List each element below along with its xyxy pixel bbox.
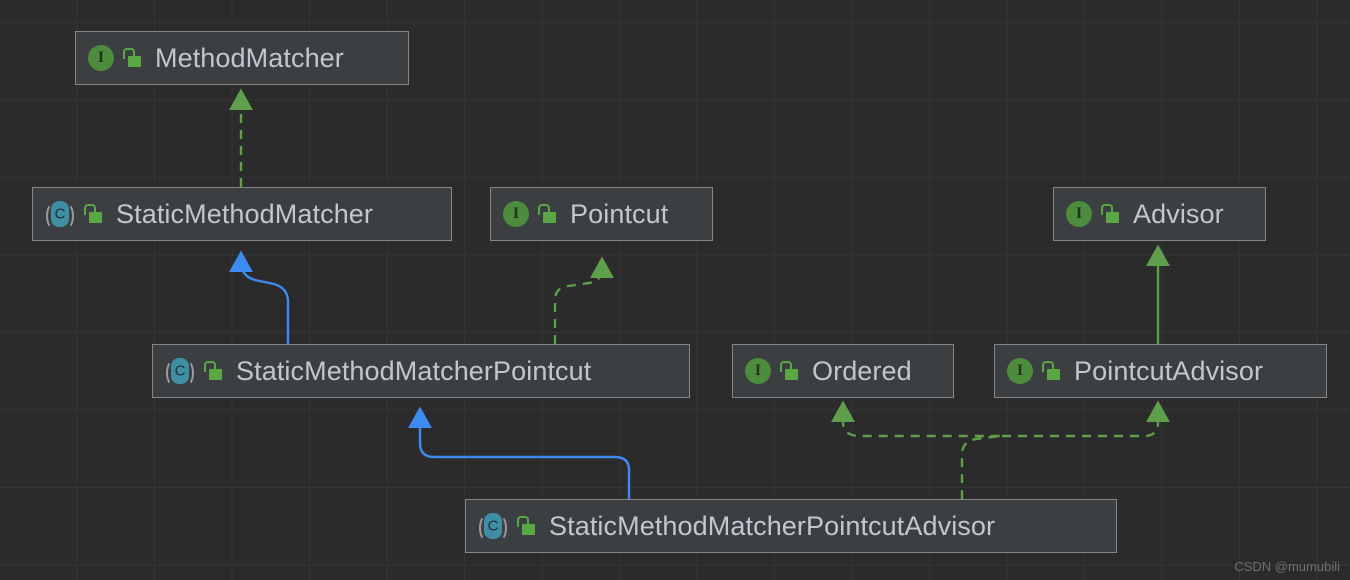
- node-label: StaticMethodMatcherPointcut: [236, 355, 592, 386]
- unlocked-padlock-icon: [1042, 361, 1060, 381]
- node-ordered[interactable]: Ordered: [732, 344, 954, 398]
- node-label: Pointcut: [570, 198, 669, 229]
- edge-smmpa-implements-ordered: [831, 400, 1003, 499]
- node-static-method-matcher[interactable]: StaticMethodMatcher: [32, 187, 452, 241]
- class-icon: [478, 513, 508, 541]
- unlocked-padlock-icon: [517, 516, 535, 536]
- class-icon: [45, 201, 75, 229]
- node-label: Advisor: [1133, 198, 1224, 229]
- unlocked-padlock-icon: [84, 204, 102, 224]
- node-static-method-matcher-pointcut[interactable]: StaticMethodMatcherPointcut: [152, 344, 690, 398]
- unlocked-padlock-icon: [1101, 204, 1119, 224]
- interface-icon: [1066, 201, 1092, 227]
- interface-icon: [88, 45, 114, 71]
- node-label: StaticMethodMatcherPointcutAdvisor: [549, 510, 996, 541]
- interface-icon: [1007, 358, 1033, 384]
- node-label: StaticMethodMatcher: [116, 198, 374, 229]
- unlocked-padlock-icon: [123, 48, 141, 68]
- edge-smmpa-extends-smmp: [408, 406, 631, 501]
- node-advisor[interactable]: Advisor: [1053, 187, 1266, 241]
- node-label: Ordered: [812, 355, 912, 386]
- node-static-method-matcher-pointcut-advisor[interactable]: StaticMethodMatcherPointcutAdvisor: [465, 499, 1117, 553]
- unlocked-padlock-icon: [538, 204, 556, 224]
- edge-smmp-implements-pointcut: [553, 256, 614, 344]
- class-icon: [165, 358, 195, 386]
- edge-smmpa-implements-pa: [1002, 400, 1170, 438]
- edge-smmp-extends-smm: [229, 250, 290, 346]
- unlocked-padlock-icon: [204, 361, 222, 381]
- node-pointcut[interactable]: Pointcut: [490, 187, 713, 241]
- interface-icon: [503, 201, 529, 227]
- node-pointcut-advisor[interactable]: PointcutAdvisor: [994, 344, 1327, 398]
- node-method-matcher[interactable]: MethodMatcher: [75, 31, 409, 85]
- unlocked-padlock-icon: [780, 361, 798, 381]
- watermark-text: CSDN @mumubili: [1234, 559, 1340, 574]
- interface-icon: [745, 358, 771, 384]
- node-label: PointcutAdvisor: [1074, 355, 1264, 386]
- node-label: MethodMatcher: [155, 42, 344, 73]
